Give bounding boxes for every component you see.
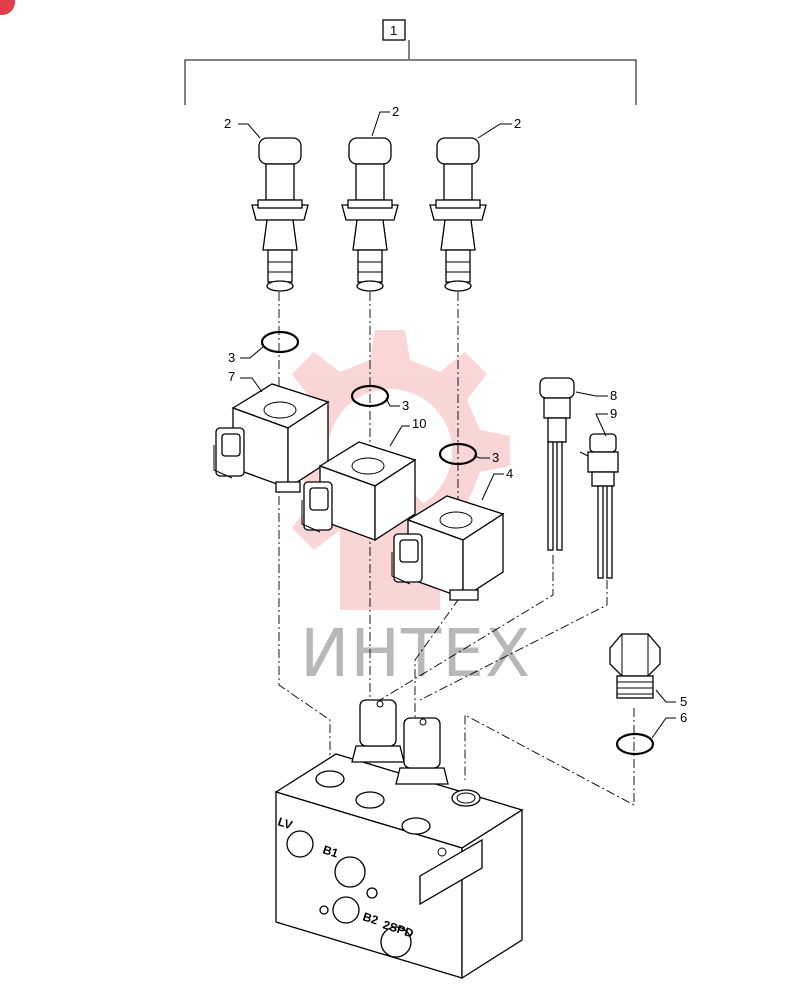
solenoid-cartridge-middle bbox=[341, 137, 399, 292]
o-ring-left bbox=[260, 330, 300, 354]
callout-3-middle: 3 bbox=[402, 398, 409, 413]
callout-3-right: 3 bbox=[492, 450, 499, 465]
solenoid-coil-10 bbox=[301, 441, 417, 542]
port-label-b2: B2 bbox=[361, 910, 380, 928]
callout-7: 7 bbox=[228, 369, 235, 384]
port-label-b1: B1 bbox=[321, 843, 340, 861]
callout-9: 9 bbox=[610, 406, 617, 421]
callout-2-right: 2 bbox=[514, 116, 521, 131]
assembly-bracket bbox=[184, 19, 637, 105]
o-ring-right bbox=[438, 442, 478, 466]
wire-connector-9 bbox=[579, 433, 619, 579]
solenoid-coil-7 bbox=[213, 383, 330, 493]
callout-4: 4 bbox=[506, 466, 513, 481]
solenoid-coil-4 bbox=[391, 495, 505, 601]
solenoid-cartridge-right bbox=[429, 137, 487, 292]
wire-connector-8 bbox=[539, 377, 575, 551]
valve-manifold-block bbox=[274, 753, 524, 980]
callout-assembly: 1 bbox=[390, 23, 397, 38]
callout-5: 5 bbox=[680, 694, 687, 709]
o-ring-middle bbox=[350, 384, 390, 408]
centerlines bbox=[278, 292, 635, 806]
o-ring-6 bbox=[615, 732, 655, 756]
watermark-text: ИНТЕХ bbox=[300, 615, 531, 692]
callout-8: 8 bbox=[610, 388, 617, 403]
leader-lines bbox=[238, 111, 676, 739]
callout-3-left: 3 bbox=[228, 350, 235, 365]
callout-2-left: 2 bbox=[224, 116, 231, 131]
port-label-lv: LV bbox=[276, 815, 294, 833]
callout-2-middle: 2 bbox=[392, 104, 399, 119]
solenoid-cartridge-left bbox=[251, 137, 309, 292]
installed-cartridge-left bbox=[351, 699, 405, 763]
callout-10: 10 bbox=[412, 416, 426, 431]
corner-badge-icon bbox=[0, 0, 15, 15]
callout-6: 6 bbox=[680, 710, 687, 725]
installed-cartridge-right bbox=[395, 717, 449, 785]
hex-plug-5 bbox=[609, 633, 661, 699]
